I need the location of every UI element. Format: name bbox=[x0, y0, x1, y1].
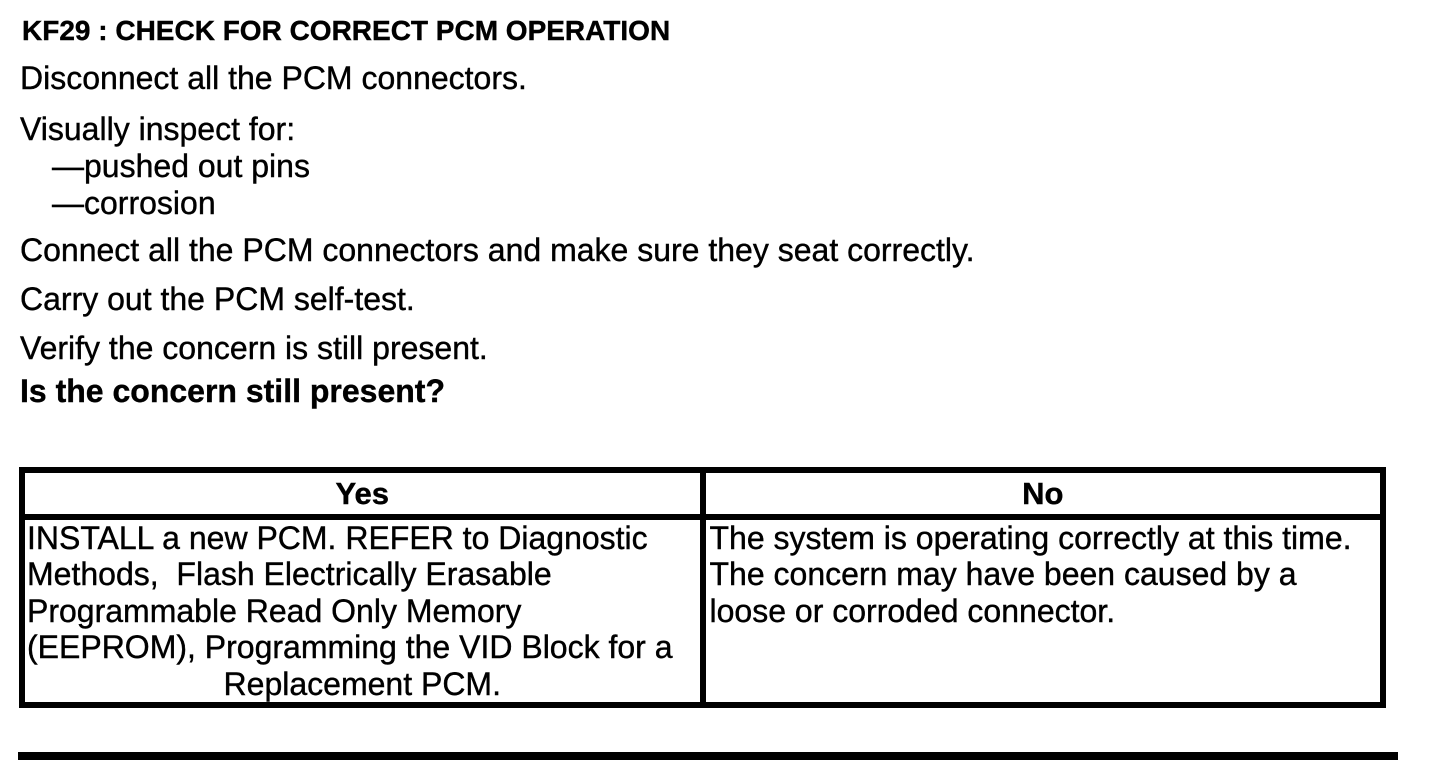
no-action-line: loose or corroded connector. bbox=[709, 592, 1116, 629]
page-bottom-rule bbox=[18, 752, 1398, 760]
yes-column-header: Yes bbox=[19, 467, 706, 520]
step-disconnect: Disconnect all the PCM connectors. bbox=[20, 60, 527, 96]
yes-action-line: Methods, Flash Electrically Erasable bbox=[27, 556, 552, 593]
procedure-title: KF29 : CHECK FOR CORRECT PCM OPERATION bbox=[22, 15, 671, 46]
step-inspect: Visually inspect for: bbox=[20, 111, 296, 147]
no-action-line: The system is operating correctly at thi… bbox=[709, 520, 1352, 556]
step-selftest: Carry out the PCM self-test. bbox=[20, 281, 415, 317]
yes-action-line: Programmable Read Only Memory bbox=[27, 592, 522, 629]
no-action-line: The concern may have been caused by a bbox=[709, 556, 1297, 593]
yes-action-line: INSTALL a new PCM. REFER to Diagnostic bbox=[27, 520, 648, 556]
yes-action-cell: INSTALL a new PCM. REFER to Diagnostic M… bbox=[19, 513, 706, 709]
step-connect: Connect all the PCM connectors and make … bbox=[20, 232, 975, 268]
inspect-item-pushed-pins: —pushed out pins bbox=[52, 148, 310, 184]
yes-action-line: (EEPROM), Programming the VID Block for … bbox=[27, 629, 673, 666]
no-action-cell: The system is operating correctly at thi… bbox=[699, 513, 1386, 709]
inspect-item-corrosion: —corrosion bbox=[52, 185, 216, 221]
yes-action-line: Replacement PCM. bbox=[223, 665, 501, 702]
decision-table: Yes No INSTALL a new PCM. REFER to Diagn… bbox=[19, 467, 1386, 709]
no-column-header: No bbox=[699, 467, 1386, 520]
step-verify: Verify the concern is still present. bbox=[20, 330, 488, 366]
decision-question: Is the concern still present? bbox=[20, 373, 445, 409]
decision-table-body-row: INSTALL a new PCM. REFER to Diagnostic M… bbox=[19, 513, 1386, 709]
decision-table-header-row: Yes No bbox=[19, 467, 1386, 520]
